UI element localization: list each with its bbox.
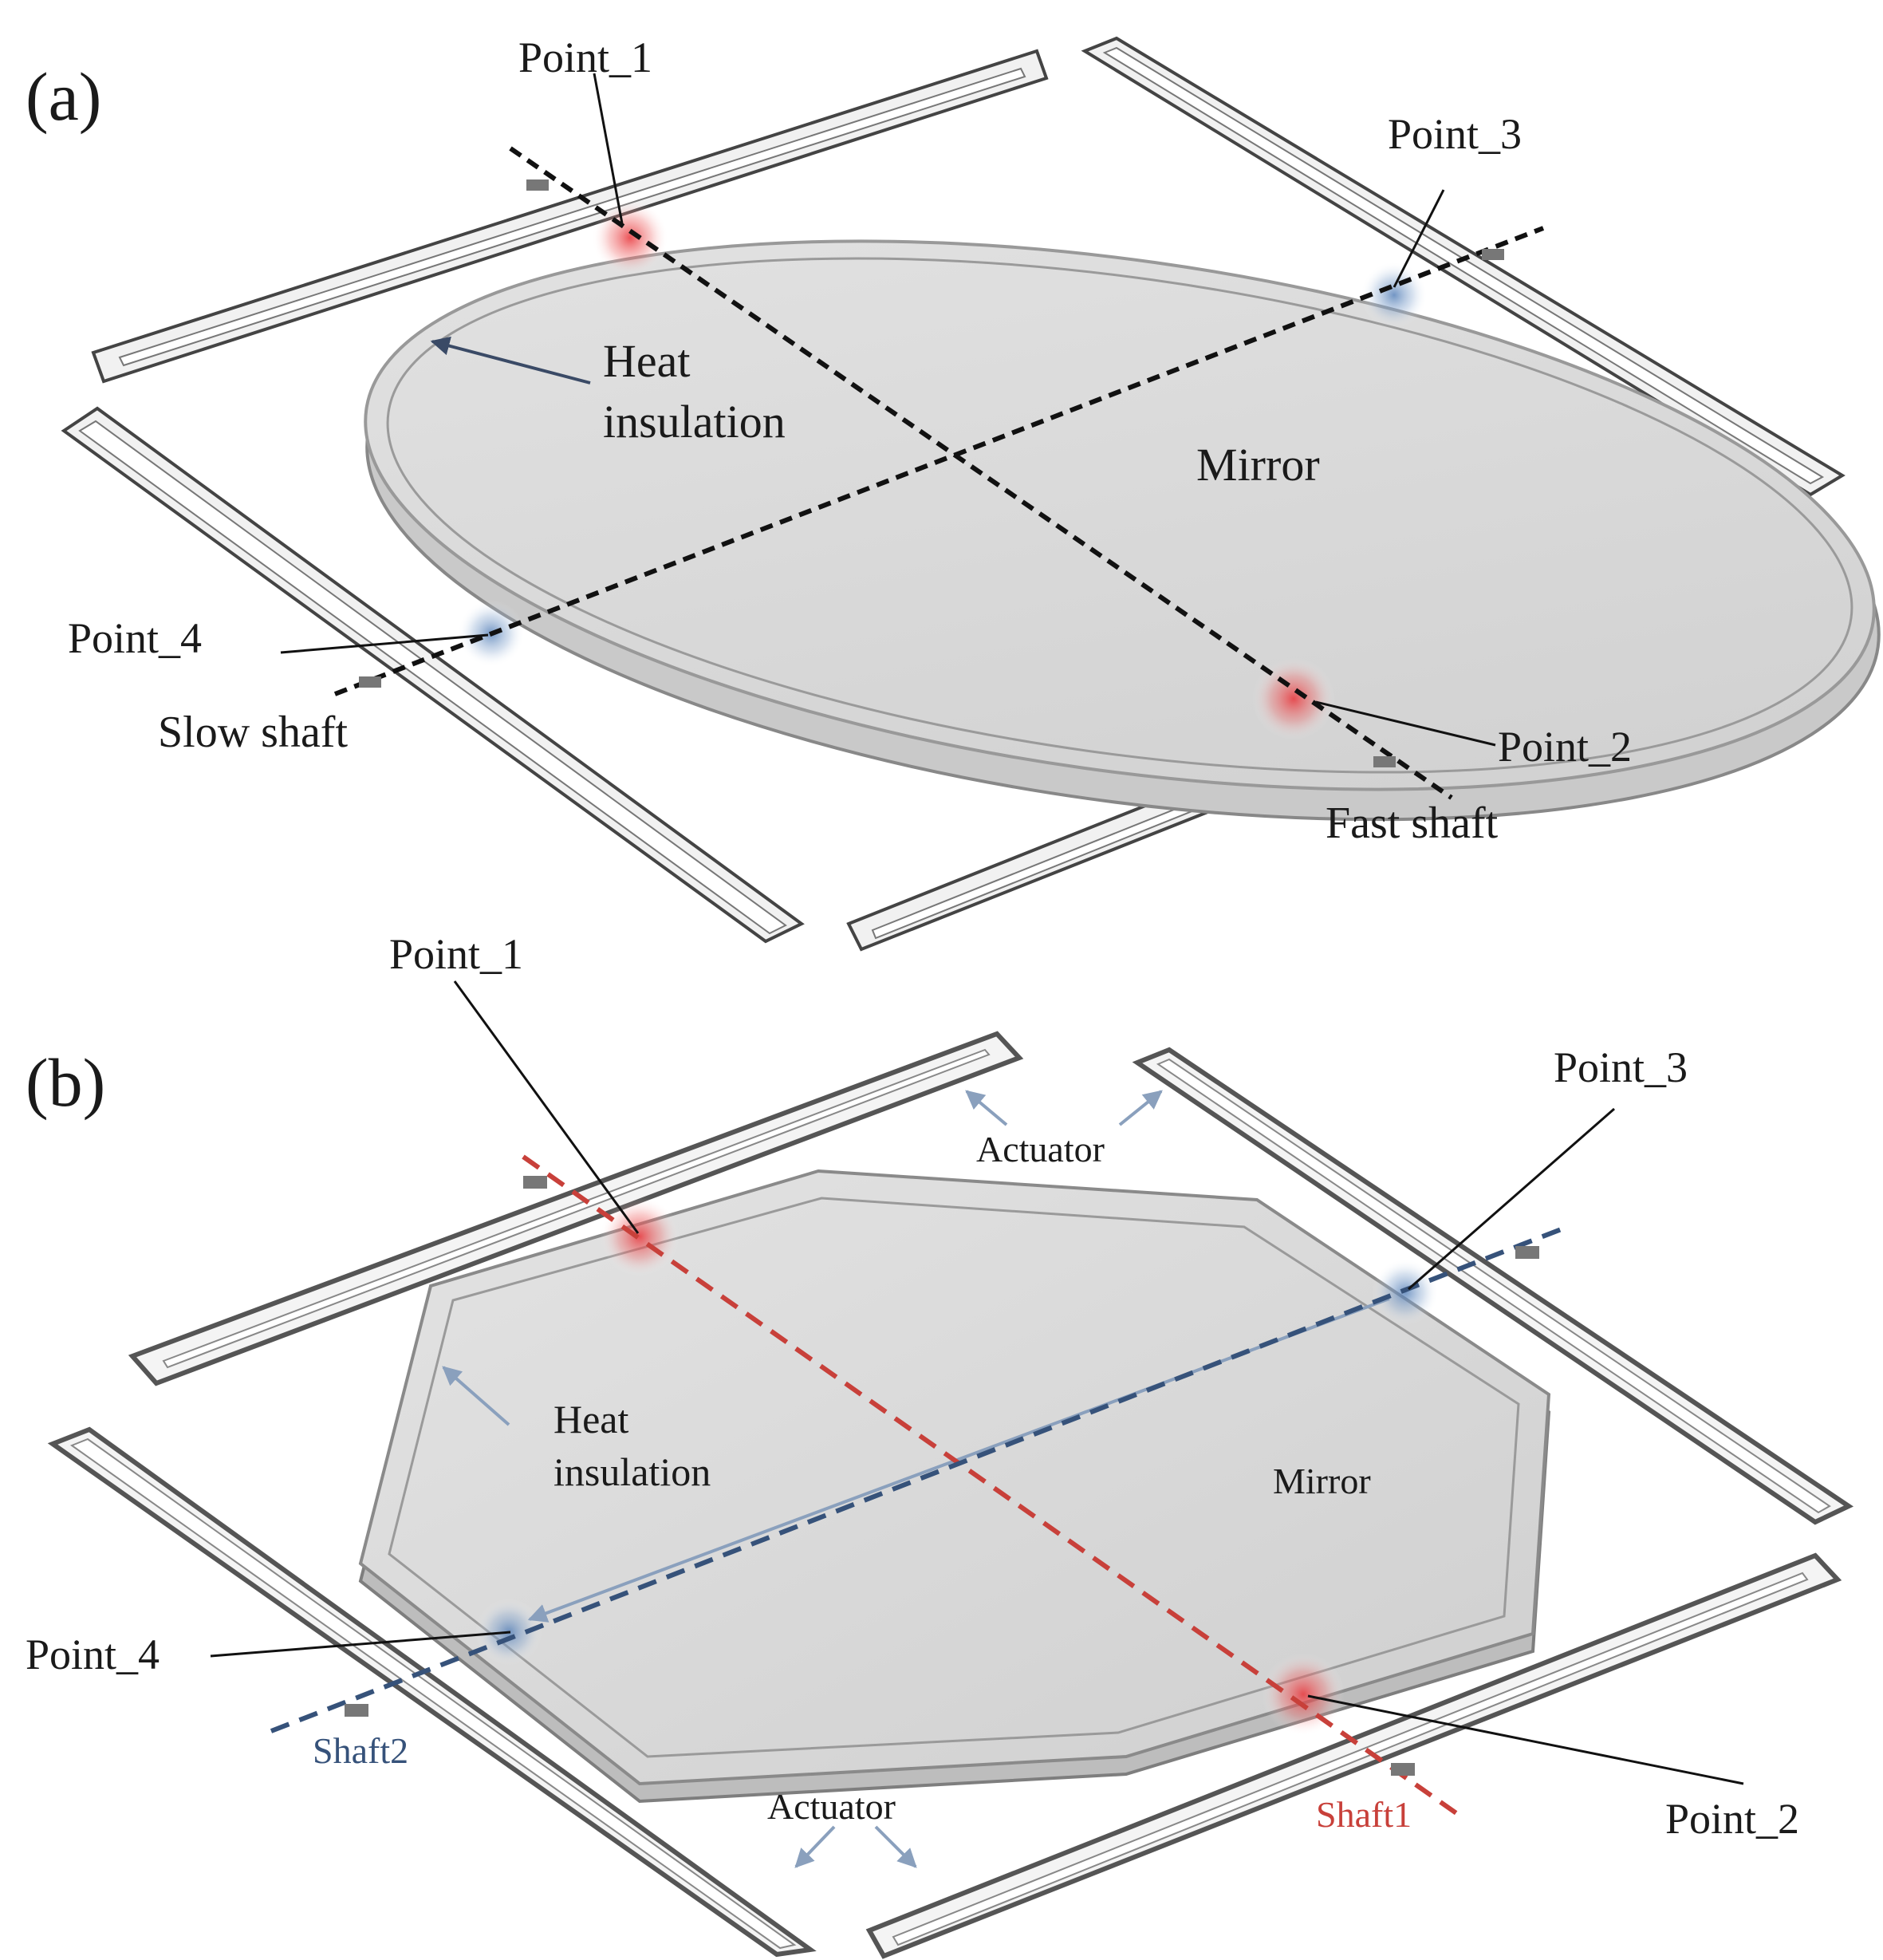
shaft-pad-a-3 [359, 676, 381, 688]
fast-shaft-axis-a [509, 146, 1453, 800]
mirror-disc-a [364, 239, 1881, 822]
shaft-pad-a-2 [1482, 249, 1504, 260]
leaders-a [280, 73, 1496, 747]
leaders-b [210, 980, 1744, 1785]
heat-insulation-arrow-b [442, 1366, 510, 1426]
actuator-arm-b-bottom-right [865, 1552, 1842, 1959]
label-shaft2-b: Shaft2 [313, 1730, 408, 1771]
label-mirror-a: Mirror [1196, 439, 1320, 491]
label-point-4-b: Point_4 [26, 1631, 160, 1678]
label-actuator-top: Actuator [976, 1129, 1105, 1169]
label-heat-insulation-a-line1: Heat [603, 335, 691, 387]
label-point-4-a: Point_4 [68, 614, 202, 662]
label-mirror-b: Mirror [1273, 1461, 1371, 1501]
actuator-arrow-bottom-left [794, 1825, 836, 1868]
leader-point-1-a [593, 73, 624, 224]
shaft-pad-b-3 [345, 1704, 368, 1717]
mirror-octagon-b [358, 1169, 1551, 1804]
label-heat-insulation-b-line1: Heat [553, 1397, 628, 1441]
heat-insulation-arrow-a [430, 336, 591, 385]
actuator-arm-a-bottom-left [61, 406, 805, 944]
leader-point-2-b [1307, 1694, 1744, 1785]
shaft-pad-b-1 [523, 1176, 547, 1189]
label-heat-insulation-b-line2: insulation [553, 1449, 711, 1494]
label-point-2-a: Point_2 [1498, 723, 1632, 771]
hot-spot-point-2-a [1252, 657, 1335, 740]
shaft-pad-a-4 [1373, 756, 1396, 767]
leader-point-3-b [1408, 1107, 1615, 1291]
label-fast-shaft-a: Fast shaft [1326, 799, 1499, 848]
label-heat-insulation-a-line2: insulation [603, 396, 786, 448]
shaft1-axis-b [522, 1154, 1466, 1821]
panel-a: (a) Point_1 Point_3 Point_4 Point_2 Heat… [26, 34, 1881, 952]
label-slow-shaft-a: Slow shaft [158, 708, 348, 757]
actuator-arm-a-top-left [91, 49, 1049, 384]
panel-tag-b: (b) [26, 1044, 105, 1121]
panel-tag-a: (a) [26, 58, 101, 135]
shaft2-axis-b [270, 1226, 1565, 1733]
shaft-pad-a-1 [526, 179, 549, 191]
hot-spot-point-1-b [600, 1197, 680, 1276]
shaft-pad-b-2 [1515, 1246, 1539, 1259]
leader-point-1-b [453, 980, 640, 1234]
label-point-1-b: Point_1 [389, 930, 523, 978]
slow-shaft-axis-a [333, 226, 1545, 696]
actuator-arms-b [47, 1031, 1854, 1959]
actuator-arrow-top-right [1118, 1090, 1163, 1126]
label-point-1-a: Point_1 [518, 34, 652, 81]
leader-point-3-a [1393, 189, 1445, 288]
label-point-2-b: Point_2 [1665, 1795, 1799, 1843]
panel-b: (b) Point_1 Point_3 Point_4 Point_2 Heat… [26, 930, 1854, 1959]
leader-point-2-a [1315, 700, 1496, 747]
leader-point-4-b [210, 1631, 511, 1658]
actuator-arm-a-top-right [1081, 36, 1846, 497]
actuator-arrow-bottom-right [874, 1825, 917, 1868]
cold-spot-point-3-a [1361, 262, 1428, 329]
label-actuator-bottom: Actuator [767, 1786, 896, 1827]
leader-point-4-a [280, 633, 489, 654]
actuator-arm-b-top-left [128, 1031, 1024, 1386]
label-point-3-a: Point_3 [1388, 110, 1522, 158]
shaft-pad-b-4 [1391, 1763, 1415, 1776]
hot-spot-point-2-b [1262, 1653, 1345, 1736]
label-shaft1-b: Shaft1 [1316, 1794, 1412, 1835]
actuator-arm-b-top-right [1132, 1047, 1854, 1525]
label-point-3-b: Point_3 [1554, 1043, 1688, 1091]
hot-spot-point-1-a [592, 199, 668, 276]
actuator-arm-b-bottom-left [47, 1426, 817, 1958]
actuator-arrow-top-left [965, 1090, 1008, 1126]
